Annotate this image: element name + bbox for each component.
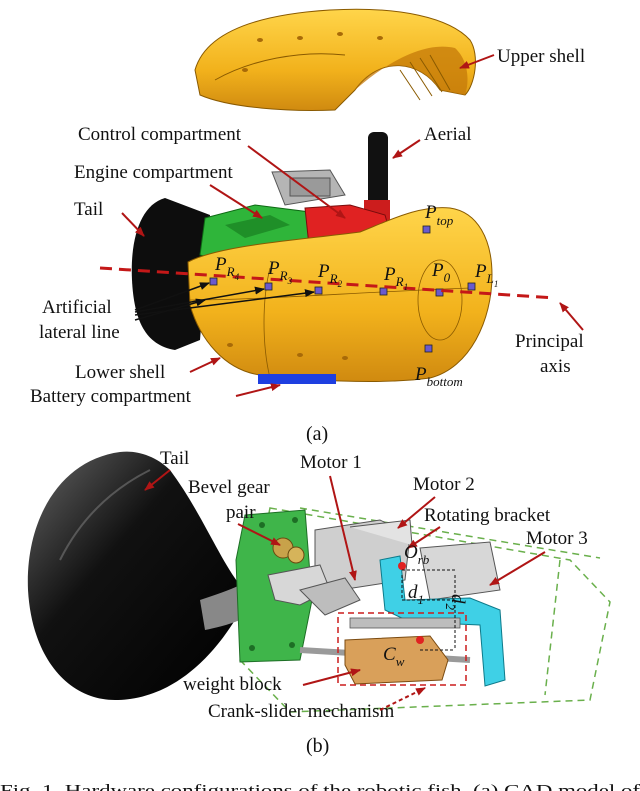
p-bottom-label: Pbottom: [414, 364, 463, 389]
p-top-label: Ptop: [424, 202, 454, 228]
upper-shell-drawing: [194, 8, 476, 111]
panel-a-label: (a): [306, 423, 328, 445]
cw-symbol: Cw: [383, 644, 405, 669]
mechanism-box: [337, 612, 467, 686]
panel-a: Upper shell: [30, 8, 585, 445]
orb-symbol: Orb: [404, 542, 430, 567]
motor3-label: Motor 3: [526, 528, 588, 549]
motor2-label: Motor 2: [413, 474, 475, 495]
panel-b-label: (b): [306, 735, 329, 757]
p-r1-label: PR1: [383, 264, 408, 292]
control-compartment-label: Control compartment: [78, 124, 242, 145]
panel-b: Tail Motor 1 Motor 2 Bevel gear pair Rot…: [27, 448, 611, 757]
aerial-label: Aerial: [424, 124, 471, 145]
dimension-lines: [401, 569, 456, 651]
rotating-bracket-label: Rotating bracket: [424, 505, 551, 526]
bevel-gear-label-2: pair: [226, 502, 256, 523]
crank-slider-label: Crank-slider mechanism: [208, 701, 394, 722]
fish-body-drawing: [131, 132, 493, 384]
p-r4-label: PR4: [214, 254, 240, 282]
p-l1-label: PL1: [474, 261, 498, 289]
motor1-label: Motor 1: [300, 452, 362, 473]
p-r2-label: PR2: [317, 261, 343, 289]
bevel-gear-label-1: Bevel gear: [188, 477, 270, 498]
d2-symbol: d2: [443, 594, 468, 611]
artificial-lateral-line-label-1: Artificial: [42, 297, 112, 318]
lower-shell-label: Lower shell: [75, 362, 165, 383]
tail-label-a: Tail: [74, 199, 103, 220]
caption-fragment: Fig. 1. Hardware configurations of the r…: [0, 781, 640, 791]
upper-shell-label: Upper shell: [497, 46, 585, 67]
principal-axis-label-2: axis: [540, 356, 571, 377]
artificial-lateral-line-label-2: lateral line: [39, 322, 120, 343]
p-r3-label: PR3: [267, 258, 293, 286]
p-0-label: P0: [431, 260, 451, 285]
battery-compartment-label: Battery compartment: [30, 386, 192, 407]
lateral-line-pointers: [134, 282, 315, 321]
tail-label-b: Tail: [160, 448, 189, 469]
d1-symbol: d1: [408, 582, 424, 607]
principal-axis-label-1: Principal: [515, 331, 584, 352]
weight-block-label: weight block: [183, 674, 282, 695]
sensor-labels: Ptop PR4 PR3 PR2 PR1 P0 PL1 Pbottom: [214, 202, 498, 389]
engine-compartment-label: Engine compartment: [74, 162, 234, 183]
